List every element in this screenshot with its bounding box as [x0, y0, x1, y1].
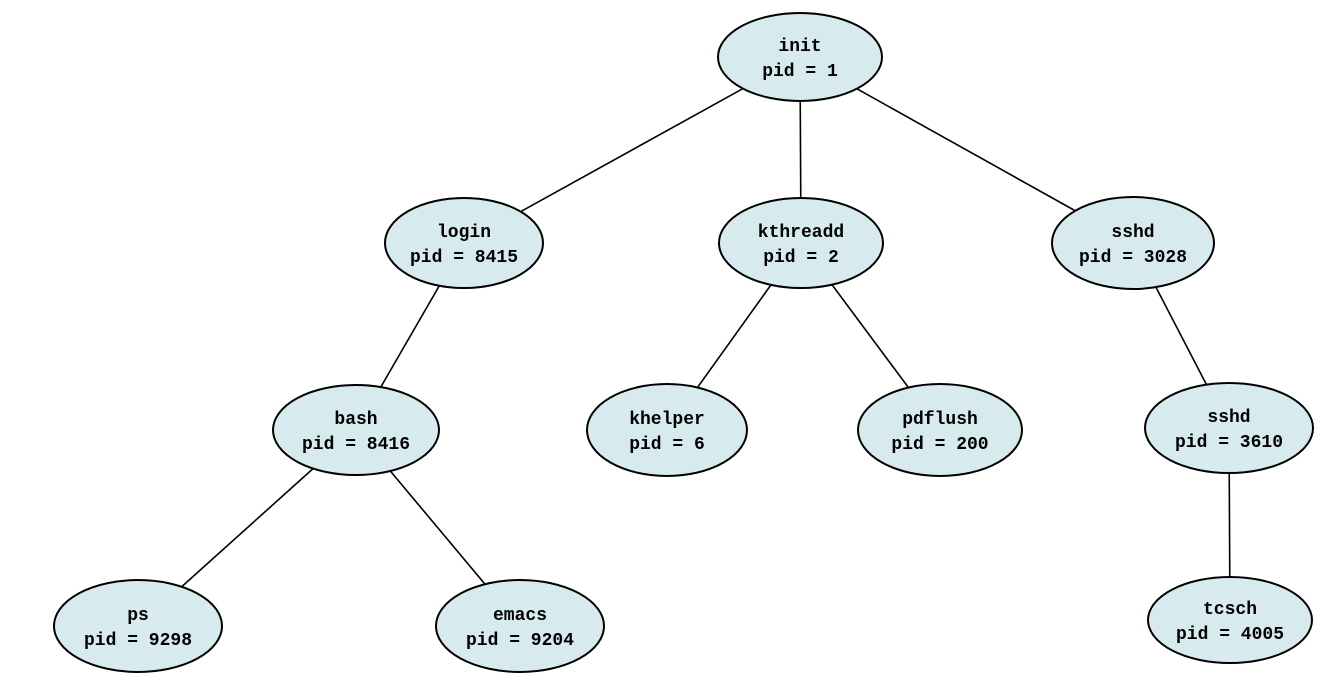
node-ellipse-init [717, 12, 883, 102]
node-ellipse-login [384, 197, 544, 289]
process-node-sshd-3610: sshd pid = 3610 [1144, 382, 1314, 474]
process-node-emacs: emacs pid = 9204 [435, 579, 605, 673]
node-label-name: tcsch [1203, 600, 1257, 620]
node-ellipse-pdflush [857, 383, 1023, 477]
node-label-name: sshd [1111, 223, 1154, 243]
node-ellipse-bash [272, 384, 440, 476]
node-label-name: bash [334, 410, 377, 430]
node-label-pid: pid = 3028 [1079, 248, 1187, 268]
node-label-pid: pid = 3610 [1175, 433, 1283, 453]
node-label-pid: pid = 6 [629, 435, 705, 455]
node-ellipse-ps [53, 579, 223, 673]
node-label-pid: pid = 9204 [466, 631, 574, 651]
node-label-name: emacs [493, 606, 547, 626]
edge-layer [137, 56, 1231, 627]
node-ellipse-kthreadd [718, 197, 884, 289]
node-label-pid: pid = 2 [763, 248, 839, 268]
process-node-init: init pid = 1 [717, 12, 883, 102]
node-label-name: login [437, 223, 491, 243]
node-label-pid: pid = 200 [891, 435, 988, 455]
node-label-pid: pid = 1 [762, 62, 838, 82]
node-label-name: ps [127, 606, 149, 626]
node-label-pid: pid = 8416 [302, 435, 410, 455]
node-label-name: pdflush [902, 410, 978, 430]
node-ellipse-sshd-3610 [1144, 382, 1314, 474]
node-ellipse-tcsch [1147, 576, 1313, 664]
node-label-name: kthreadd [758, 223, 844, 243]
node-label-pid: pid = 8415 [410, 248, 518, 268]
process-node-bash: bash pid = 8416 [272, 384, 440, 476]
process-node-ps: ps pid = 9298 [53, 579, 223, 673]
node-ellipse-khelper [586, 383, 748, 477]
process-node-sshd-3028: sshd pid = 3028 [1051, 196, 1215, 290]
node-ellipse-emacs [435, 579, 605, 673]
process-node-login: login pid = 8415 [384, 197, 544, 289]
node-ellipse-sshd-3028 [1051, 196, 1215, 290]
node-label-name: sshd [1207, 408, 1250, 428]
process-node-kthreadd: kthreadd pid = 2 [718, 197, 884, 289]
process-node-pdflush: pdflush pid = 200 [857, 383, 1023, 477]
node-label-name: init [778, 37, 821, 57]
node-label-pid: pid = 9298 [84, 631, 192, 651]
process-node-tcsch: tcsch pid = 4005 [1147, 576, 1313, 664]
node-label-name: khelper [629, 410, 705, 430]
process-node-khelper: khelper pid = 6 [586, 383, 748, 477]
node-label-pid: pid = 4005 [1176, 625, 1284, 645]
